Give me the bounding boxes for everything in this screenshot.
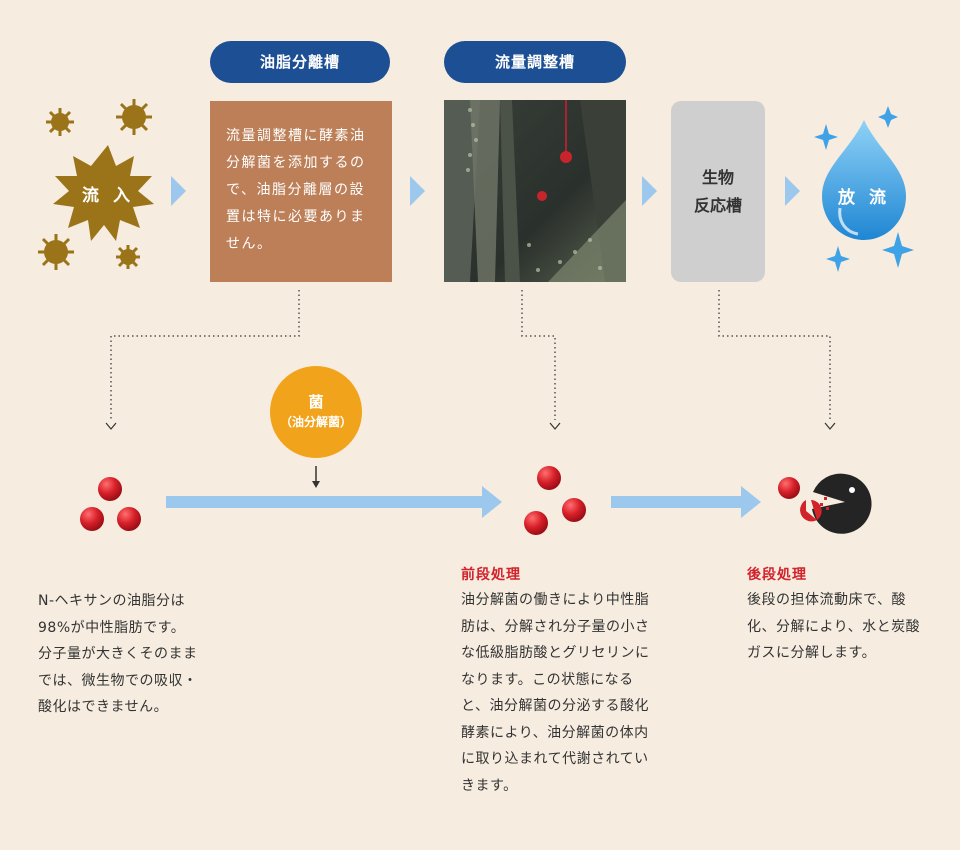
inflow-label: 流 入 [82, 186, 134, 206]
dotted-connector [110, 290, 831, 420]
flow-chevron-icon [171, 176, 800, 206]
pre-treatment-note: 油分解菌の働きにより中性脂肪は、分解され分子量の小さな低級脂肪酸とグリセリンにな… [461, 592, 650, 794]
small-germ-icon [38, 99, 152, 270]
flow-tank-photo [444, 100, 626, 282]
discharge-label: 放 流 [838, 188, 890, 208]
bacteria-title: 菌 [308, 393, 324, 411]
large-germ-icon [53, 145, 154, 241]
bacteria-subtitle: （油分解菌） [279, 415, 352, 429]
flow-adjustment-tank-label: 流量調整槽 [444, 41, 626, 83]
post-treatment-note: 後段の担体流動床で、酸化、分解により、水と炭酸ガスに分解します。 [747, 592, 921, 661]
process-arrow [166, 486, 761, 518]
fat-molecule-icon [80, 477, 141, 531]
bacteria-arrow [312, 466, 320, 488]
oil-separation-tank-label: 油脂分離槽 [210, 41, 390, 83]
bio-reaction-tank: 生物 反応槽 [671, 101, 765, 282]
pre-treatment-title: 前段処理 [461, 567, 521, 583]
decomposed-molecule-icon [524, 466, 586, 535]
sparkle-icon [814, 106, 914, 272]
water-drop-icon [822, 120, 906, 240]
post-treatment-title: 後段処理 [747, 567, 807, 583]
bacteria-circle [270, 366, 362, 458]
arrowhead-icon [105, 422, 836, 430]
initial-state-note: N-ヘキサンの油脂分は98%が中性脂肪です。分子量が大きくそのままでは、微生物で… [38, 593, 198, 715]
oil-separation-tank-description: 流量調整槽に酵素油分解菌を添加するので、油脂分離層の設置は特に必要ありません。 [210, 101, 392, 282]
eater-icon [778, 473, 872, 534]
